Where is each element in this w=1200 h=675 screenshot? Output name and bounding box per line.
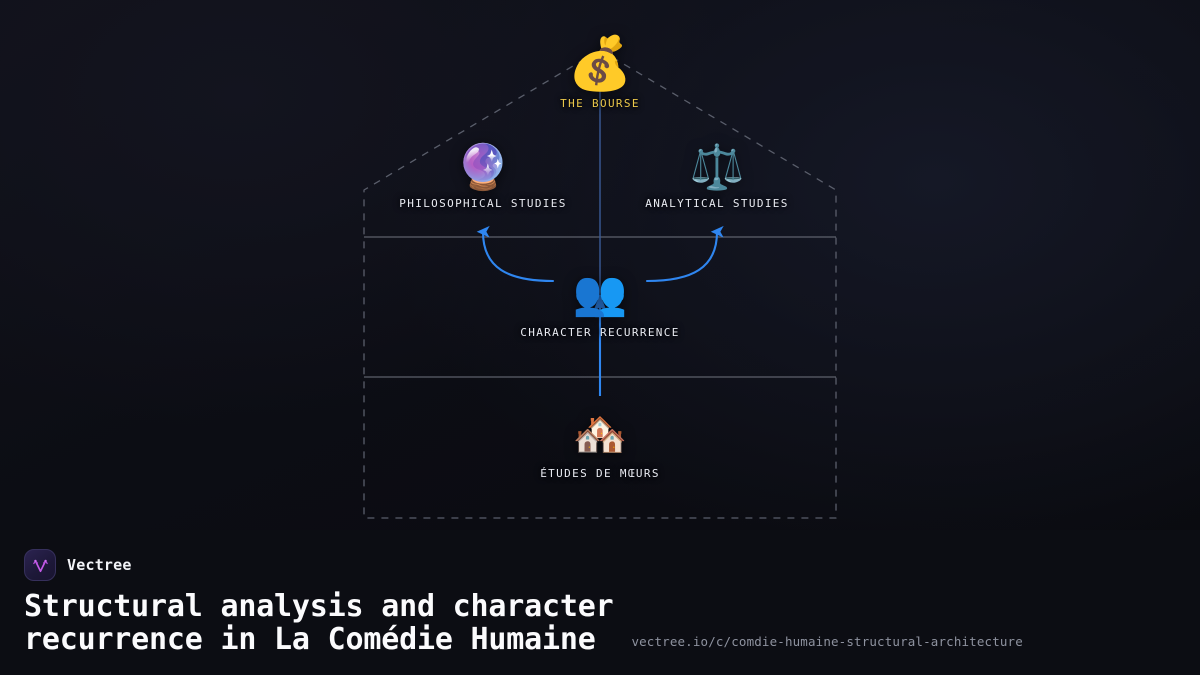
crystal-ball-icon: 🔮: [455, 142, 511, 193]
node-the-bourse[interactable]: 💰 THE BOURSE: [450, 38, 750, 111]
edge-character-to-analytical: [645, 225, 724, 283]
brand-name: Vectree: [67, 556, 132, 574]
vectree-v-logo-icon: [24, 549, 56, 581]
diagram-svg: [363, 49, 837, 519]
page-title: Structural analysis and character recurr…: [24, 589, 614, 657]
page-url[interactable]: vectree.io/c/comdie-humaine-structural-a…: [631, 634, 1023, 650]
footer-bar: Vectree Structural analysis and characte…: [0, 530, 1200, 675]
title-row: Structural analysis and character recurr…: [24, 589, 1176, 657]
node-label-analytical-studies: ANALYTICAL STUDIES: [645, 197, 789, 210]
pyramid-frame-outline: [363, 49, 837, 519]
node-philosophical-studies[interactable]: 🔮 PHILOSOPHICAL STUDIES: [333, 146, 633, 211]
arrowhead-into-character: [593, 294, 607, 312]
node-character-recurrence[interactable]: 👥 CHARACTER RECURRENCE: [450, 272, 750, 340]
money-bag-icon: 💰: [567, 34, 633, 94]
balance-scale-icon: ⚖️: [689, 142, 745, 193]
node-label-philosophical-studies: PHILOSOPHICAL STUDIES: [399, 197, 567, 210]
two-people-icon: 👥: [572, 268, 628, 319]
node-analytical-studies[interactable]: ⚖️ ANALYTICAL STUDIES: [567, 146, 867, 211]
diagram-canvas: 💰 THE BOURSE 🔮 PHILOSOPHICAL STUDIES ⚖️ …: [0, 0, 1200, 530]
node-etudes-de-moeurs[interactable]: 🏘️ ÉTUDES DE MŒURS: [450, 413, 750, 481]
houses-icon: 🏘️: [572, 409, 628, 460]
edge-character-to-philosophical: [476, 225, 555, 283]
brand[interactable]: Vectree: [24, 548, 1176, 582]
node-label-character-recurrence: CHARACTER RECURRENCE: [520, 326, 680, 339]
node-label-the-bourse: THE BOURSE: [560, 97, 640, 110]
node-label-etudes-de-moeurs: ÉTUDES DE MŒURS: [540, 467, 660, 480]
